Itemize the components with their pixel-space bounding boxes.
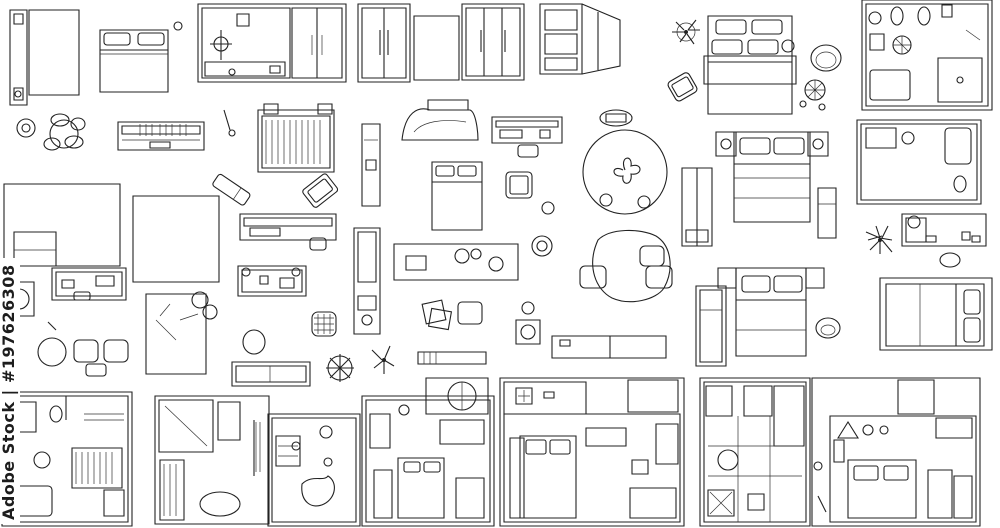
- bedroom-bed-icon: [718, 268, 824, 356]
- apartment-plan-icon: [155, 396, 269, 524]
- double-bed-icon: [716, 132, 828, 222]
- apartment-plan-icon: [700, 378, 810, 526]
- ottoman-icon: [243, 330, 265, 354]
- round-rug-icon: [583, 130, 667, 214]
- double-bed-icon: [100, 22, 182, 92]
- floor-pillows-icon: [422, 300, 482, 329]
- speaker-icon: [516, 302, 540, 344]
- office-desk-icon: [492, 117, 562, 157]
- floor-lamp-icon: [17, 119, 35, 137]
- desk-with-items-icon: [52, 268, 126, 300]
- dining-chairs-icon: [38, 322, 128, 376]
- potted-plant-icon: [866, 226, 892, 254]
- wardrobe-three-door-icon: [414, 4, 524, 80]
- wardrobe-tall-icon: [682, 168, 712, 246]
- round-side-table-icon: [532, 236, 552, 256]
- low-bench-icon: [232, 362, 310, 386]
- tv-console-icon: [362, 124, 380, 206]
- potted-plant-icon: [326, 346, 394, 382]
- woven-stool-icon: [312, 312, 336, 336]
- bed-cabinet-icon: [696, 286, 726, 366]
- bathroom-plan-icon: [857, 120, 981, 204]
- wardrobe-double-door-icon: [358, 4, 410, 82]
- apartment-plan-icon: [362, 378, 494, 526]
- round-table-chairs-icon: [44, 114, 85, 150]
- potted-plant-icon: [672, 20, 700, 44]
- desk-with-chair-icon: [240, 214, 336, 250]
- sofa-set-icon: [238, 266, 306, 296]
- apartment-plan-icon: [812, 378, 980, 526]
- armchair-icon: [667, 71, 699, 102]
- armchair-icon: [506, 172, 554, 214]
- apartment-plan-icon: [2, 392, 132, 526]
- desk-lamp-icon: [224, 110, 235, 136]
- apartment-plan-icon: [254, 414, 360, 526]
- round-dining-set-icon: [580, 230, 672, 301]
- long-bench-icon: [418, 352, 486, 364]
- chaise-lounge-icon: [212, 173, 339, 209]
- double-bed-icon: [880, 278, 992, 350]
- tv-stand-icon: [354, 228, 380, 334]
- bed-side-view-icon: [10, 10, 79, 105]
- bed-with-bedspread-icon: [4, 184, 120, 266]
- lounge-chair-icon: [811, 45, 841, 71]
- apartment-plan-icon: [500, 378, 684, 526]
- side-table-icon: [800, 80, 825, 110]
- bathtub-icon: [402, 100, 478, 140]
- rug-square-icon: [133, 196, 219, 282]
- coffee-table-icon: [600, 110, 632, 126]
- media-cabinet-icon: [552, 336, 666, 358]
- stock-watermark-text: Adobe Stock | #197626308: [0, 258, 20, 524]
- desk-workspace-icon: [902, 214, 986, 267]
- double-bed-striped-icon: [258, 104, 334, 172]
- side-table-with-phone-icon: [818, 188, 836, 238]
- round-chair-icon: [816, 318, 840, 338]
- cabinet-open-door-icon: [540, 4, 620, 74]
- bathroom-plan-icon: [862, 0, 992, 110]
- sofa-table-icon: [394, 244, 518, 280]
- double-bed-icon: [704, 16, 796, 114]
- bed-small-icon: [432, 162, 482, 230]
- bedroom-desk-plan-icon: [198, 4, 346, 82]
- shelf-unit-icon: [118, 122, 204, 150]
- rug-with-cushions-icon: [146, 292, 217, 374]
